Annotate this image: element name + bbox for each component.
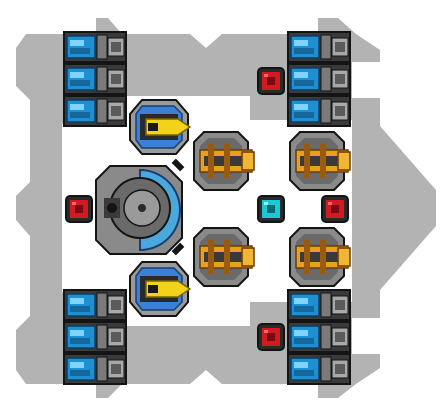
- thruster-bottom-right-2: [287, 321, 351, 353]
- thruster-top-right-3: [287, 95, 351, 127]
- thruster-bottom-left-3: [63, 353, 127, 385]
- thruster-bottom-right-1: [287, 289, 351, 321]
- thruster-bottom-left-2: [63, 321, 127, 353]
- gun-turret-lower-left[interactable]: [193, 227, 255, 287]
- gun-turret-upper-left[interactable]: [193, 131, 255, 191]
- laser-turret-bottom[interactable]: [129, 261, 191, 317]
- red-node-bottom[interactable]: [257, 323, 285, 351]
- thruster-bottom-right-3: [287, 353, 351, 385]
- gun-turret-upper-right[interactable]: [289, 131, 351, 191]
- red-node-left[interactable]: [65, 195, 93, 223]
- thruster-top-left-1: [63, 31, 127, 63]
- cyan-node-center[interactable]: [257, 195, 285, 223]
- core-shield-generator[interactable]: [95, 158, 185, 256]
- laser-turret-top[interactable]: [129, 99, 191, 155]
- thruster-bottom-left-1: [63, 289, 127, 321]
- thruster-top-right-1: [287, 31, 351, 63]
- gun-turret-lower-right[interactable]: [289, 227, 351, 287]
- red-node-top[interactable]: [257, 67, 285, 95]
- thruster-top-left-3: [63, 95, 127, 127]
- thruster-top-right-2: [287, 63, 351, 95]
- red-node-right[interactable]: [321, 195, 349, 223]
- thruster-top-left-2: [63, 63, 127, 95]
